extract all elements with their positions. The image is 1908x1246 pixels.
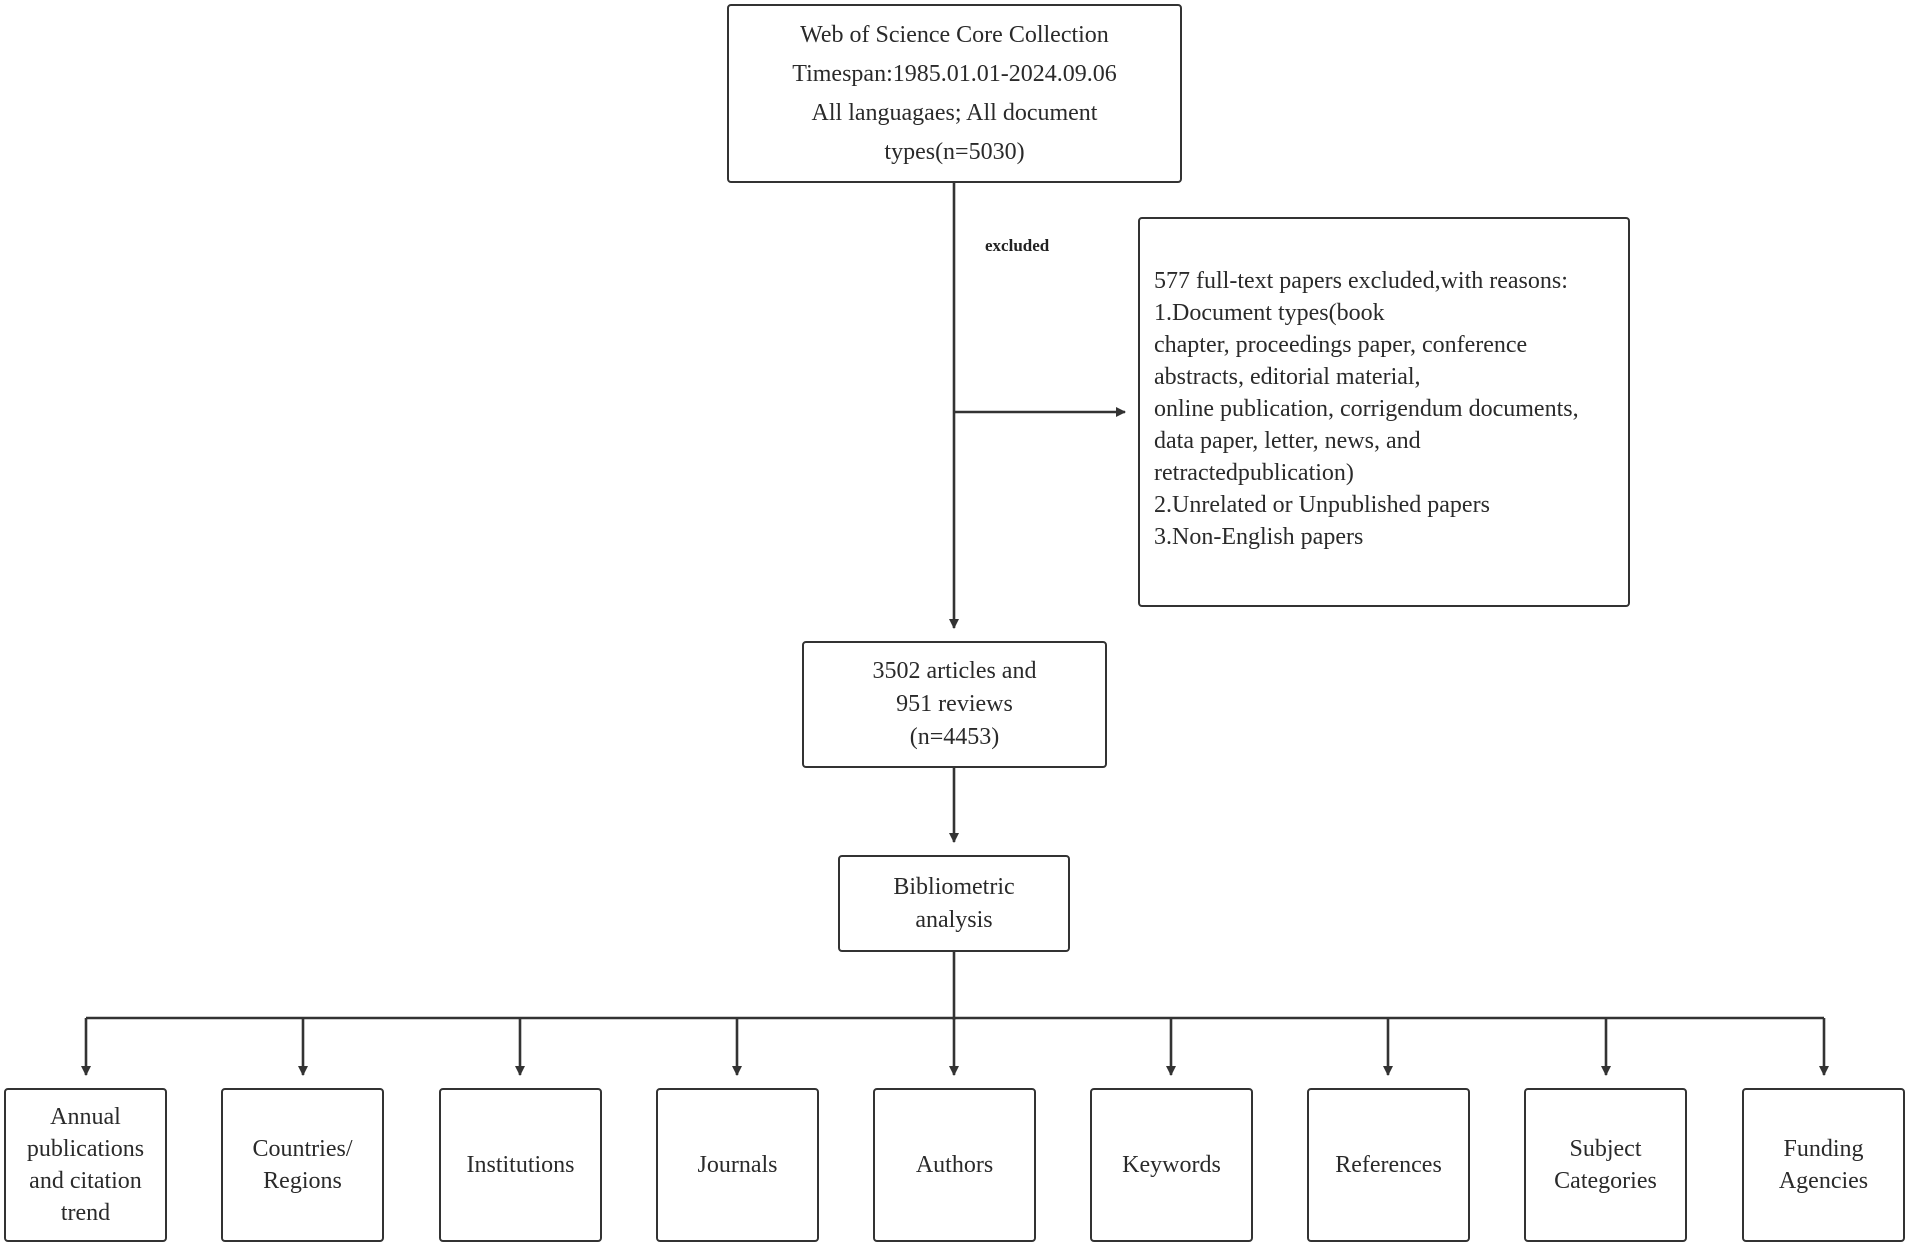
excluded-label: excluded	[985, 236, 1050, 255]
source-database-box: Web of Science Core Collection Timespan:…	[727, 4, 1182, 183]
included-records-box: 3502 articles and 951 reviews (n=4453)	[802, 641, 1107, 768]
category-label-line: Funding	[1783, 1136, 1864, 1162]
category-label-line: Categories	[1554, 1168, 1657, 1194]
source-line-4: types(n=5030)	[884, 138, 1025, 165]
exclusion-line-3: chapter, proceedings paper, conference	[1154, 332, 1528, 358]
category-box-keywords: Keywords	[1090, 1088, 1253, 1242]
category-label-line: Journals	[697, 1152, 778, 1178]
category-label-line: publications	[26, 1136, 145, 1162]
exclusion-line-5: online publication, corrigendum document…	[1154, 396, 1579, 422]
source-line-3: All languagaes; All document	[811, 99, 1098, 126]
bibliometric-analysis-box: Bibliometric analysis	[838, 855, 1070, 952]
category-label-line: Countries/	[252, 1136, 353, 1162]
included-line-1: 3502 articles and	[872, 658, 1037, 684]
category-label-line: Agencies	[1778, 1168, 1869, 1194]
source-line-1: Web of Science Core Collection	[800, 21, 1109, 48]
category-label-line: Subject	[1569, 1136, 1642, 1162]
category-label-line: Keywords	[1122, 1152, 1221, 1178]
exclusion-line-1: 577 full-text papers excluded,with reaso…	[1154, 268, 1568, 294]
category-box-subject-categories: Subject Categories	[1524, 1088, 1687, 1242]
category-box-countries-regions: Countries/ Regions	[221, 1088, 384, 1242]
category-box-authors: Authors	[873, 1088, 1036, 1242]
category-label-line: Regions	[263, 1168, 342, 1194]
exclusion-line-9: 3.Non-English papers	[1154, 524, 1364, 550]
category-box-journals: Journals	[656, 1088, 819, 1242]
category-box-references: References	[1307, 1088, 1470, 1242]
category-label-line: and citation	[29, 1168, 142, 1194]
exclusion-line-2: 1.Document types(book	[1154, 300, 1385, 326]
category-label-line: Annual	[50, 1104, 121, 1130]
exclusion-line-6: data paper, letter, news, and	[1154, 428, 1421, 454]
exclusion-line-7: retractedpublication)	[1154, 460, 1354, 486]
category-label-line: References	[1335, 1152, 1442, 1178]
exclusion-reasons-box: 577 full-text papers excluded,with reaso…	[1138, 217, 1630, 607]
category-label-line: Institutions	[466, 1152, 575, 1178]
category-label-line: Authors	[915, 1152, 994, 1178]
analysis-line-1: Bibliometric	[893, 873, 1015, 900]
category-label-line: trend	[60, 1200, 111, 1226]
category-box-funding-agencies: Funding Agencies	[1742, 1088, 1905, 1242]
category-box-annual-publications: Annual publications and citation trend	[4, 1088, 167, 1242]
source-line-2: Timespan:1985.01.01-2024.09.06	[792, 60, 1117, 87]
exclusion-line-8: 2.Unrelated or Unpublished papers	[1154, 492, 1490, 518]
analysis-line-2: analysis	[915, 906, 993, 933]
category-box-institutions: Institutions	[439, 1088, 602, 1242]
exclusion-line-4: abstracts, editorial material,	[1154, 364, 1421, 390]
included-line-3: (n=4453)	[909, 724, 1000, 750]
included-line-2: 951 reviews	[896, 691, 1013, 717]
